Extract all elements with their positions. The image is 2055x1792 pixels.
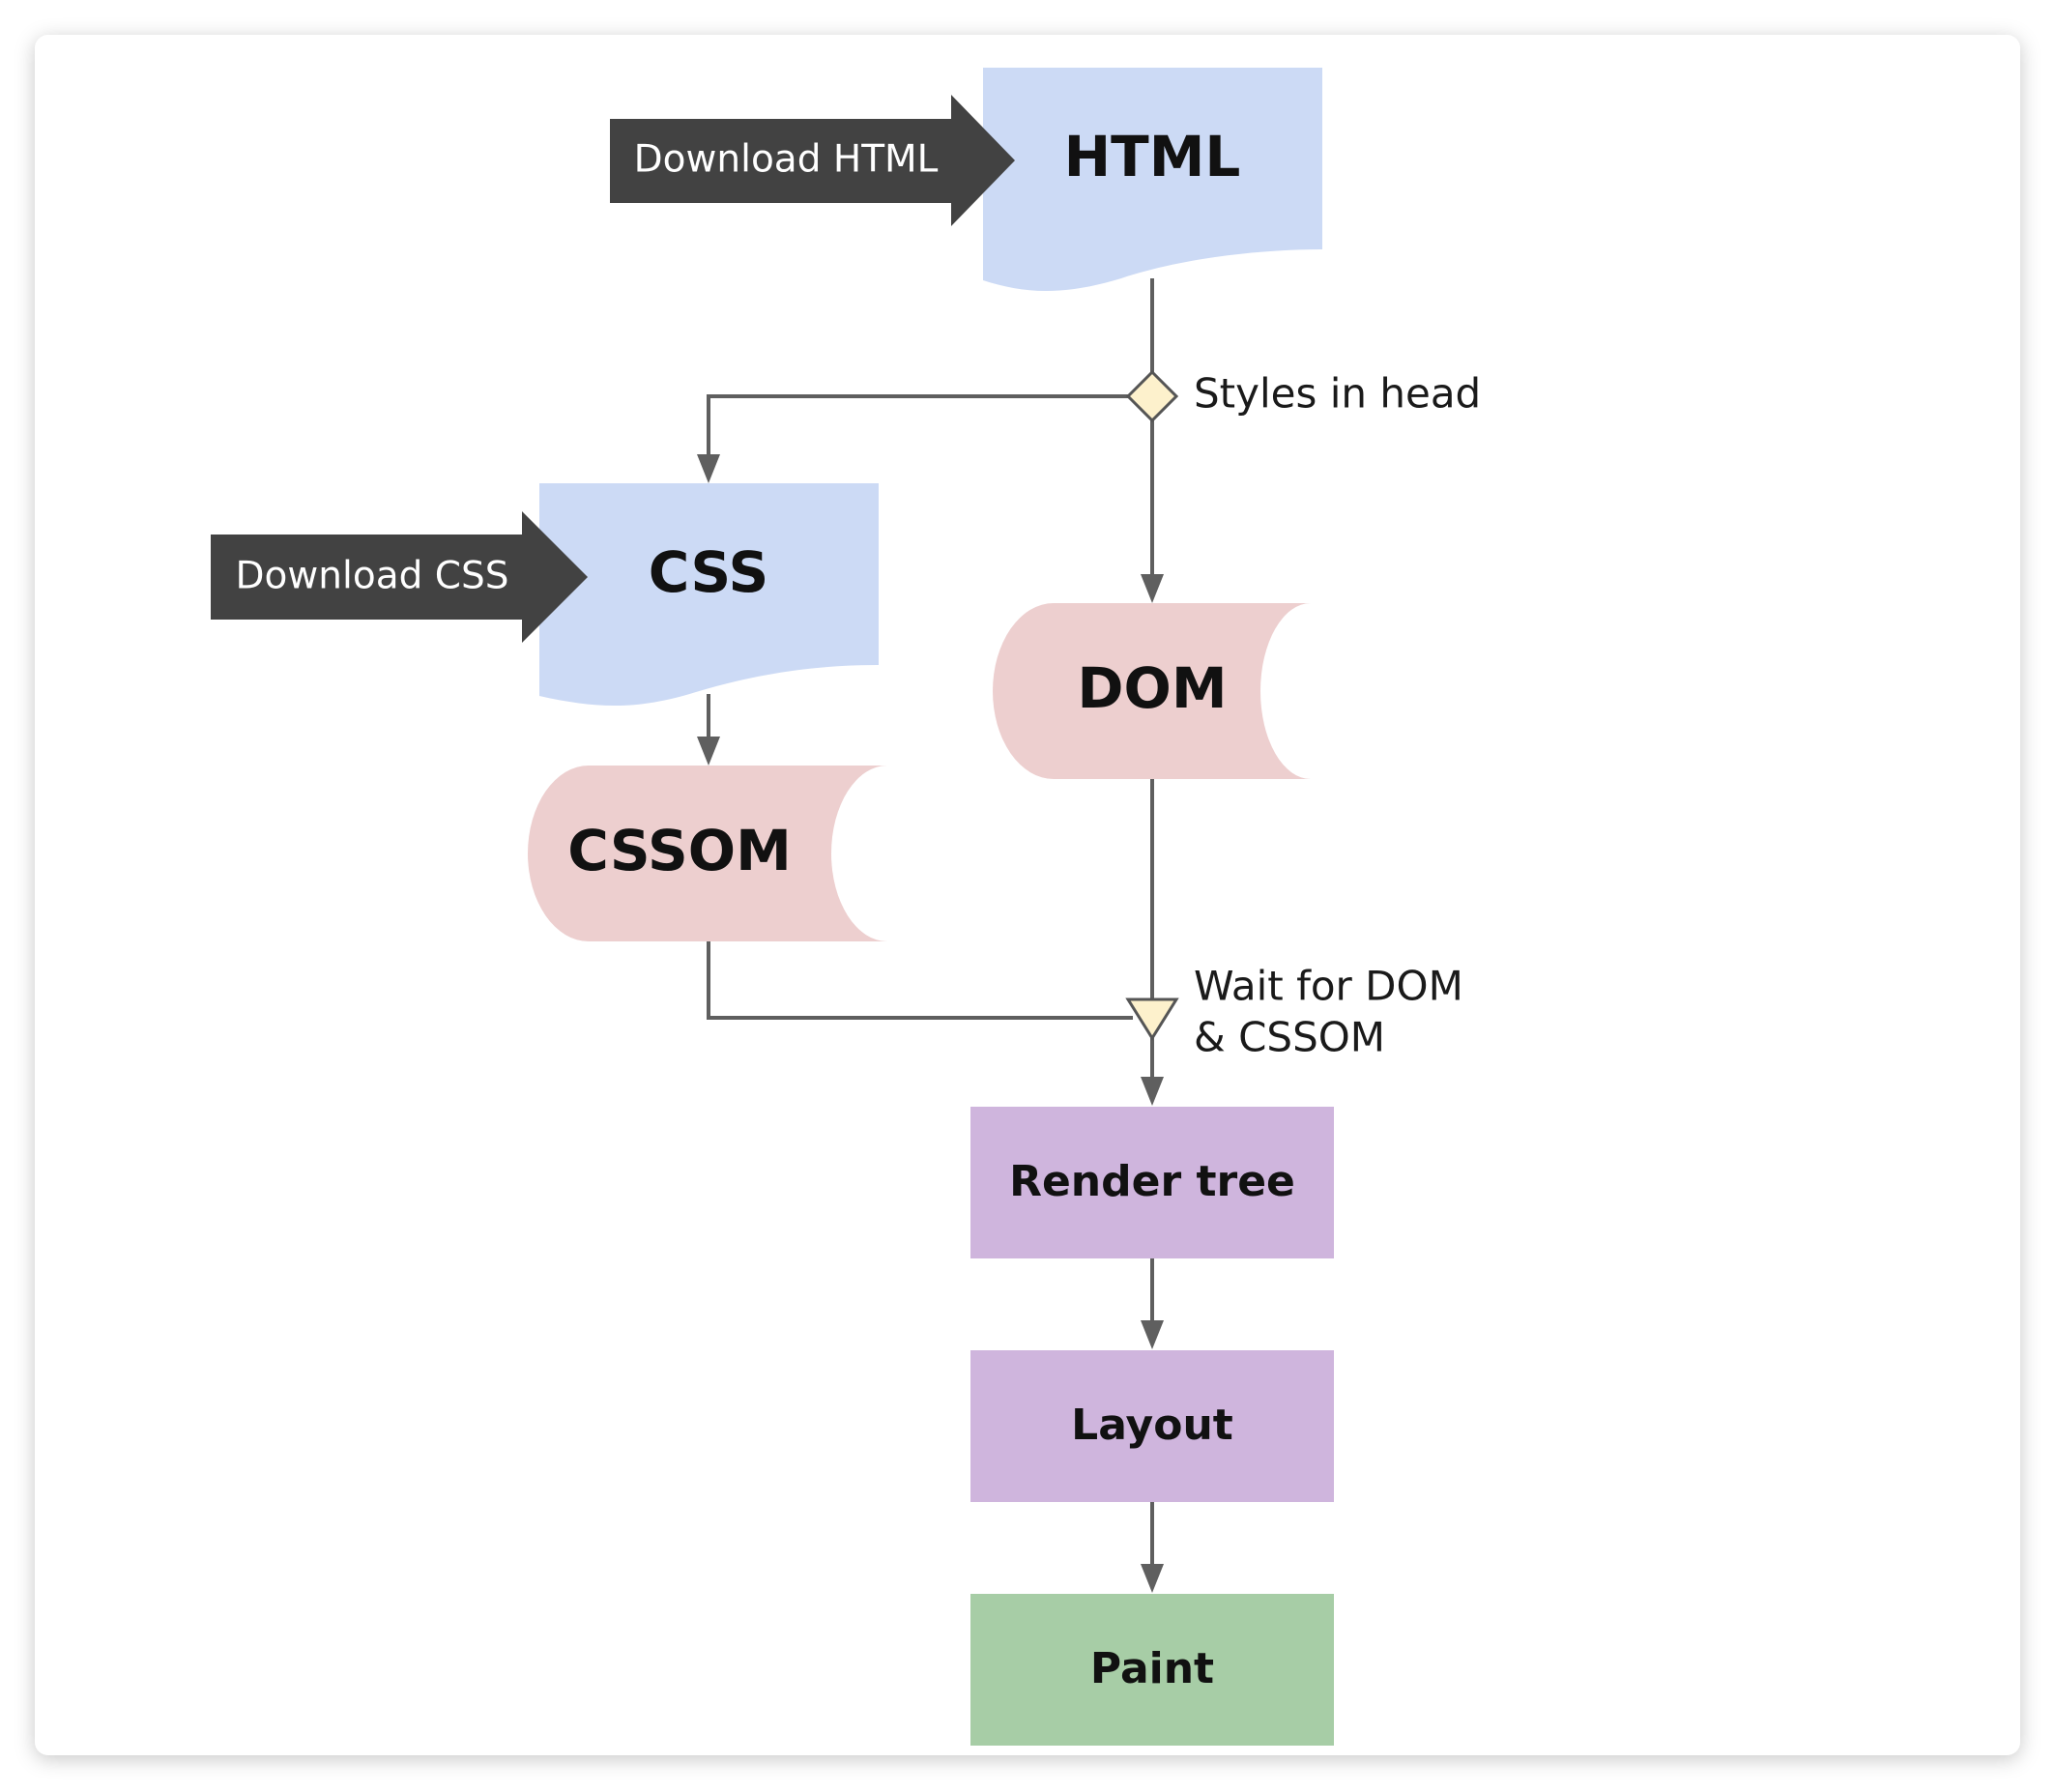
html-document-node: HTML: [983, 68, 1322, 291]
download-css-arrow: Download CSS: [211, 511, 588, 643]
arrowhead-to-layout: [1141, 1320, 1164, 1349]
paint-node: Paint: [970, 1594, 1334, 1746]
cssom-store-label: CSSOM: [567, 818, 792, 883]
decision-diamond-icon: [1125, 369, 1179, 423]
edge-styles-gate-to-css: [707, 394, 1129, 456]
styles-in-head-label: Styles in head: [1194, 370, 1481, 418]
dom-store-node: DOM: [993, 603, 1311, 779]
wait-gate-label-line2: & CSSOM: [1194, 1014, 1385, 1061]
download-html-arrow: Download HTML: [610, 95, 1015, 226]
dom-store-label: DOM: [1077, 655, 1227, 721]
arrowhead-to-dom: [1141, 574, 1164, 603]
layout-label: Layout: [1071, 1401, 1233, 1450]
paint-label: Paint: [1090, 1644, 1214, 1693]
diagram-card: [35, 35, 2020, 1755]
styles-in-head-gate: Styles in head: [1125, 369, 1481, 423]
edge-cssom-to-wait-gate: [707, 941, 1133, 1020]
wait-for-dom-cssom-gate: Wait for DOM & CSSOM: [1125, 963, 1463, 1061]
css-document-node: CSS: [539, 483, 879, 707]
render-tree-node: Render tree: [970, 1107, 1334, 1258]
merge-triangle-icon: [1125, 997, 1179, 1041]
arrowhead-to-cssom: [697, 737, 720, 766]
arrowhead-to-render-tree: [1141, 1077, 1164, 1106]
arrowhead-to-css: [697, 454, 720, 483]
download-html-label: Download HTML: [634, 138, 939, 182]
css-document-label: CSS: [649, 539, 769, 605]
arrowhead-to-paint: [1141, 1564, 1164, 1593]
html-document-label: HTML: [1064, 124, 1241, 189]
render-tree-label: Render tree: [1009, 1157, 1295, 1206]
download-css-label: Download CSS: [236, 555, 509, 598]
layout-node: Layout: [970, 1350, 1334, 1502]
cssom-store-node: CSSOM: [528, 766, 887, 941]
wait-gate-label-line1: Wait for DOM: [1194, 963, 1463, 1010]
